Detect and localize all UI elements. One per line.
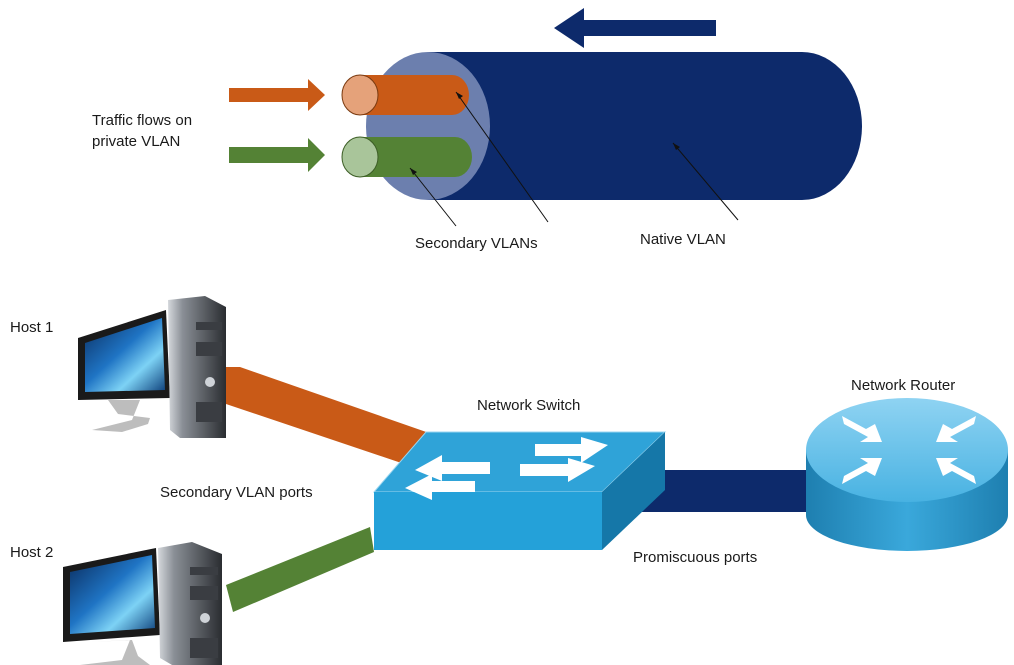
host-1-label: Host 1 <box>10 319 54 336</box>
green-wire-end <box>341 136 379 178</box>
host-2-label: Host 2 <box>10 544 54 561</box>
callout-tip-green <box>410 168 417 175</box>
secondary-vlan-wire-green <box>360 137 472 177</box>
callout-tip-orange <box>456 92 463 99</box>
link-host1-switch <box>226 367 432 472</box>
traffic-arrow-orange <box>229 79 325 111</box>
callout-tip-native <box>673 143 680 150</box>
desktop-computer-icon <box>63 542 222 665</box>
native-vlan-cable <box>428 52 862 200</box>
network-router-icon <box>806 398 1008 551</box>
traffic-arrow-green <box>229 138 325 172</box>
network-switch-label: Network Switch <box>477 397 581 414</box>
secondary-vlan-ports-label: Secondary VLAN ports <box>160 484 313 501</box>
link-host2-switch <box>226 527 374 612</box>
network-router-label: Network Router <box>851 377 956 394</box>
desktop-computer-icon <box>78 296 226 438</box>
link-switch-router <box>640 470 810 512</box>
secondary-vlans-label: Secondary VLANs <box>415 235 538 252</box>
callout-line-orange <box>455 91 549 223</box>
native-vlan-label: Native VLAN <box>640 231 726 248</box>
secondary-vlan-wire-orange <box>360 75 469 115</box>
network-switch-icon <box>372 431 667 550</box>
callout-line-native <box>672 142 739 221</box>
callout-line-green <box>409 167 457 227</box>
promiscuous-ports-label: Promiscuous ports <box>633 549 758 566</box>
direction-arrow-left <box>554 8 716 48</box>
orange-wire-end <box>341 74 379 116</box>
cable-end-face <box>366 52 490 200</box>
traffic-flows-label: Traffic flows on private VLAN <box>92 112 193 150</box>
